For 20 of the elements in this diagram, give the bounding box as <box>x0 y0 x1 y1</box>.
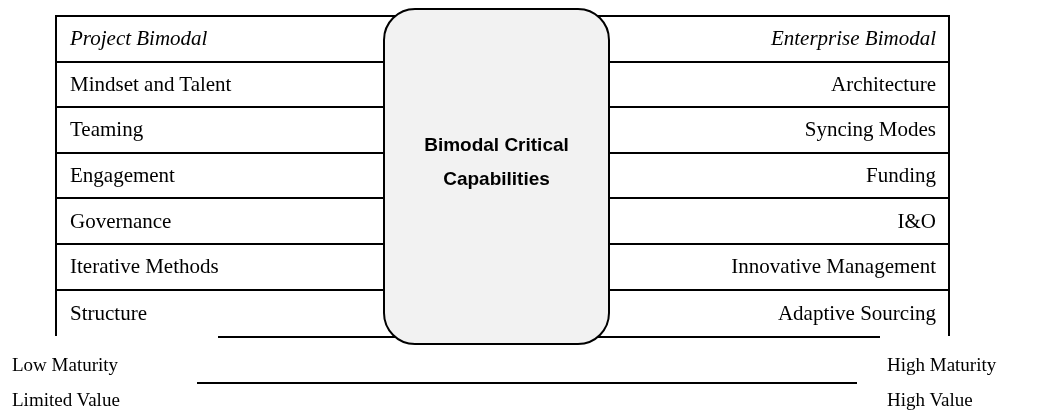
capability-label: Teaming <box>70 118 144 142</box>
box-title: Bimodal Critical Capabilities <box>423 132 570 191</box>
capability-label: Engagement <box>70 164 175 188</box>
capability-label: Architecture <box>831 72 936 96</box>
scale-label: Low Maturity <box>12 354 119 376</box>
scale-label: Limited Value <box>12 389 120 411</box>
capability-label: Funding <box>866 164 936 188</box>
capability-label: Structure <box>70 301 147 325</box>
rounded-box <box>383 8 610 345</box>
capability-label: Iterative Methods <box>70 255 219 279</box>
capability-label: Innovative Management <box>731 255 936 279</box>
scale-label: High Value <box>887 389 973 411</box>
capability-label: Governance <box>70 209 172 233</box>
capability-label: I&O <box>897 209 936 233</box>
capability-label: Syncing Modes <box>804 118 936 142</box>
capability-label: Adaptive Sourcing <box>777 301 936 325</box>
column-heading: Enterprise Bimodal <box>770 27 936 51</box>
column-heading: Project Bimodal <box>70 27 208 51</box>
capability-label: Mindset and Talent <box>70 72 232 96</box>
scale-label: High Maturity <box>887 354 997 376</box>
